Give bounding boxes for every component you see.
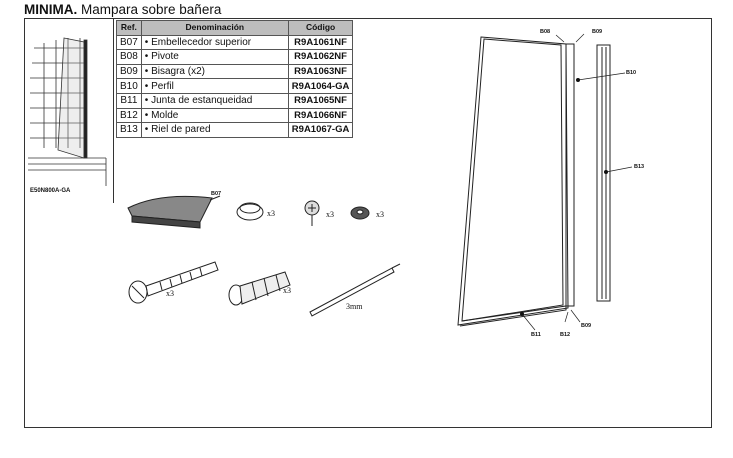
- leader-lines: [521, 33, 633, 331]
- parts-table: Ref. Denominación Código B07• Embelleced…: [116, 20, 354, 138]
- page-title: MINIMA. Mampara sobre bañera: [24, 2, 222, 17]
- col-code: Código: [287, 20, 354, 36]
- qty-wall-plug: x3: [283, 286, 291, 295]
- name: • Riel de pared: [140, 122, 289, 138]
- cap-b07-illustration: [127, 195, 221, 229]
- shower-overview-illustration: [28, 37, 107, 186]
- wall-plug-illustration: [228, 271, 291, 306]
- label-b11: B11: [531, 332, 541, 338]
- drill-bit-illustration: [309, 263, 401, 317]
- qty-washer: x3: [376, 210, 384, 219]
- label-b10: B10: [626, 70, 637, 76]
- label-b08: B08: [540, 29, 551, 35]
- col-ref: Ref.: [116, 20, 142, 36]
- parts-frame: [24, 18, 712, 428]
- cap-washer-illustration: [236, 202, 264, 221]
- qty-cap: x3: [267, 209, 275, 218]
- label-b07: B07: [211, 191, 222, 197]
- overview-panel: [24, 18, 114, 203]
- label-b09-bottom: B09: [581, 323, 592, 329]
- label-b12: B12: [560, 332, 571, 338]
- small-screw-illustration: [304, 200, 320, 226]
- qty-screw: x3: [326, 210, 334, 219]
- code: R9A1062NF: [287, 49, 354, 65]
- ref: B13: [116, 122, 142, 138]
- qty-long-screw: x3: [166, 289, 174, 298]
- col-name: Denominación: [140, 20, 289, 36]
- washer-illustration: [350, 206, 370, 220]
- long-screw-illustration: [128, 261, 219, 304]
- wall-rail-illustration: [596, 44, 611, 302]
- label-b13: B13: [634, 164, 645, 170]
- code: R9A1067-GA: [287, 122, 354, 138]
- model-code: E50N800A-GA: [30, 188, 71, 194]
- label-b09-top: B09: [592, 29, 603, 35]
- drill-size: 3mm: [346, 302, 363, 311]
- glass-panel-illustration: [457, 36, 575, 327]
